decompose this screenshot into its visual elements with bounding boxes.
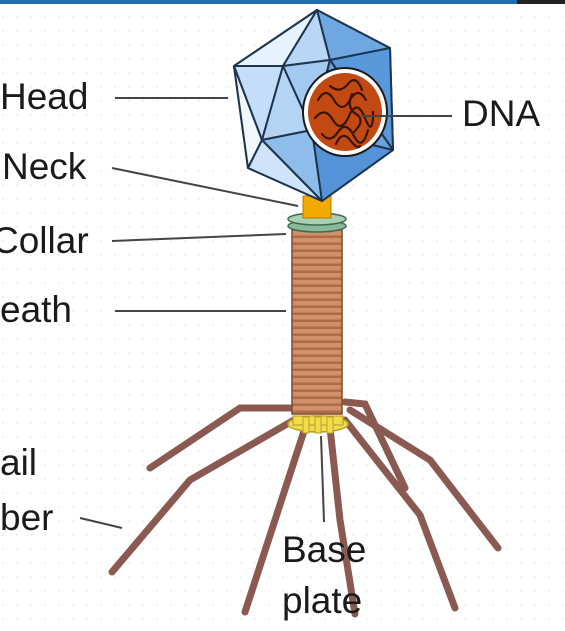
label-dna: DNA [462,93,540,134]
label-tail-fiber-2: ber [0,497,53,538]
base-plate [288,416,348,433]
label-collar: Collar [0,220,89,261]
label-head: Head [0,76,88,117]
label-tail-fiber-1: ail [0,442,37,483]
label-base-plate-2: plate [282,580,362,621]
dna [303,68,387,156]
label-base-plate-1: Base [282,529,366,570]
sheath [292,226,342,414]
label-sheath: eath [0,289,72,330]
label-neck: Neck [2,146,87,187]
